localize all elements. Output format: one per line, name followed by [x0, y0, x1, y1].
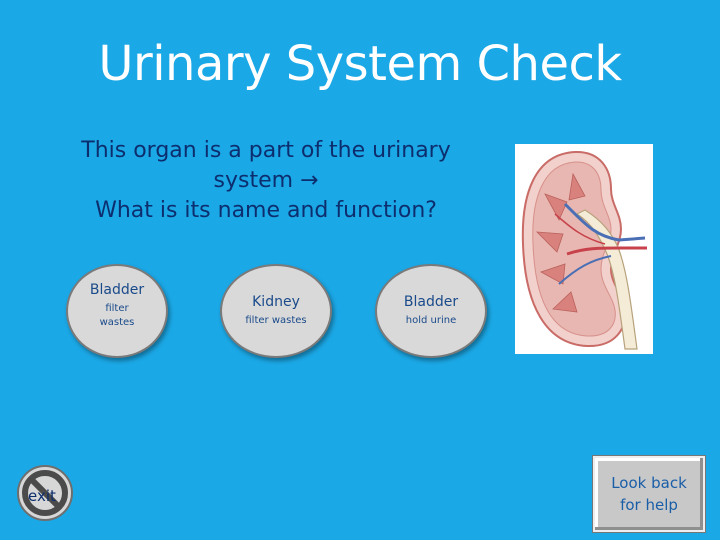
slide-title: Urinary System Check [98, 36, 622, 92]
exit-button[interactable] [14, 462, 76, 524]
answer-choice-2[interactable]: Kidney filter wastes [220, 264, 332, 358]
question-text: This organ is a part of the urinary syst… [60, 136, 472, 226]
answer-choice-3[interactable]: Bladder hold urine [375, 264, 487, 358]
look-back-help-button[interactable]: Look back for help [593, 456, 705, 532]
choice-name: Bladder [403, 294, 459, 310]
choice-name: Kidney [252, 294, 300, 310]
choice-function: hold urine [405, 315, 457, 326]
choice-function: filter wastes [99, 303, 135, 328]
choice-function: filter wastes [245, 315, 307, 326]
answer-choice-1[interactable]: Bladder filter wastes [66, 264, 168, 358]
question-line-2: What is its name and function? [95, 198, 437, 223]
question-line-1: This organ is a part of the urinary syst… [81, 138, 451, 193]
no-entry-icon [17, 465, 73, 521]
arrow-right-icon: → [300, 168, 319, 193]
choice-name: Bladder [89, 282, 145, 298]
kidney-cross-section-image [515, 144, 653, 354]
exit-label[interactable]: exit [28, 487, 56, 505]
